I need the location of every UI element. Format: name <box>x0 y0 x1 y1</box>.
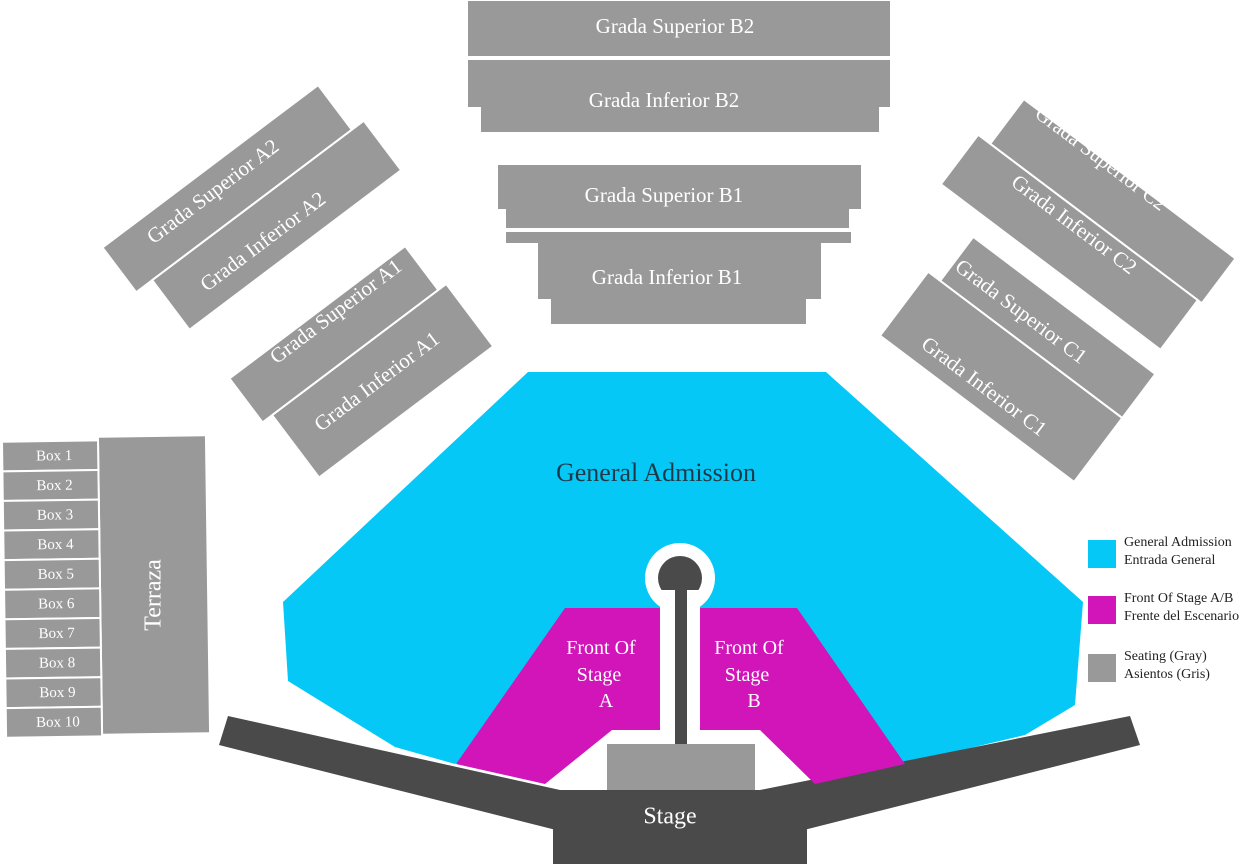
section-box-8[interactable] <box>3 646 103 680</box>
stage-wing-left <box>219 716 560 831</box>
legend-item-seating: Seating (Gray) Asientos (Gris) <box>1088 648 1248 688</box>
section-front-of-stage-b[interactable] <box>700 608 905 784</box>
section-grada-inferior-c1[interactable] <box>878 270 1124 484</box>
legend-line: General Admission <box>1124 535 1232 550</box>
legend-item-general-admission: General Admission Entrada General <box>1088 534 1248 574</box>
legend-line: Entrada General <box>1124 553 1216 568</box>
section-box-1[interactable] <box>0 439 100 473</box>
legend-item-front-of-stage: Front Of Stage A/B Frente del Escenario <box>1088 590 1248 630</box>
legend-line: Seating (Gray) <box>1124 649 1207 664</box>
legend-line: Frente del Escenario <box>1124 609 1240 624</box>
section-grada-superior-b2[interactable] <box>466 0 892 58</box>
stage-wing-right <box>760 716 1140 831</box>
section-box-6[interactable] <box>3 587 102 621</box>
section-box-3[interactable] <box>1 498 101 532</box>
section-box-10[interactable] <box>4 705 104 739</box>
section-grada-superior-b1[interactable] <box>496 163 863 230</box>
stage-runway <box>675 590 687 745</box>
legend-swatch-seating <box>1088 654 1116 682</box>
section-grada-inferior-a1[interactable] <box>270 282 495 479</box>
section-box-4[interactable] <box>2 528 101 562</box>
legend-swatch-front-of-stage <box>1088 596 1116 624</box>
legend-line: Front Of Stage A/B <box>1124 591 1234 606</box>
b-stage-circle <box>658 556 702 600</box>
section-terraza[interactable] <box>96 434 212 736</box>
legend-line: Asientos (Gris) <box>1124 667 1210 682</box>
section-grada-inferior-a2[interactable] <box>150 119 403 332</box>
section-box-7[interactable] <box>3 616 102 650</box>
stage-base <box>553 790 807 864</box>
section-box-2[interactable] <box>1 468 100 502</box>
section-grada-inferior-b1[interactable] <box>504 230 853 326</box>
section-box-5[interactable] <box>2 557 102 591</box>
section-front-of-stage-a[interactable] <box>456 608 660 784</box>
section-grada-inferior-c2[interactable] <box>939 133 1200 352</box>
section-grada-inferior-b2[interactable] <box>466 58 892 134</box>
section-box-9[interactable] <box>4 676 103 710</box>
legend-swatch-general-admission <box>1088 540 1116 568</box>
